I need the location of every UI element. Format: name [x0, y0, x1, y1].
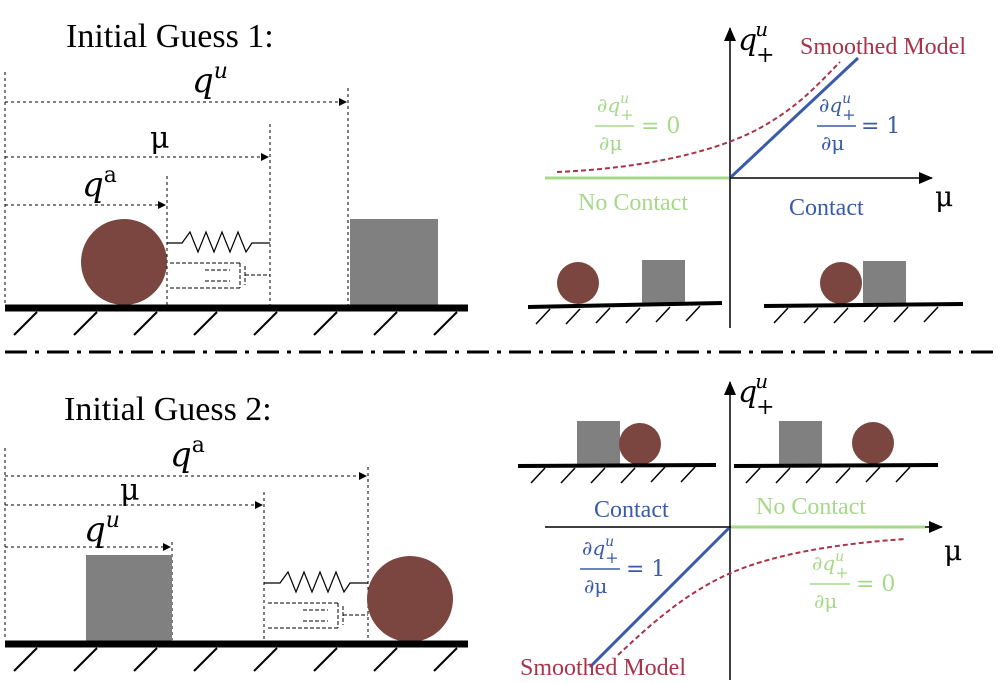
spring — [167, 230, 270, 254]
mini-box — [863, 261, 906, 304]
mini-ball — [820, 262, 862, 304]
svg-text:∂qu+: ∂qu+ — [582, 534, 619, 567]
derivative-no-contact: ∂qu+ ∂μ = 0 — [595, 91, 680, 155]
graph-1: qu+ μ Smoothed Model No Contact Contact … — [527, 17, 966, 328]
mini-box — [577, 421, 620, 465]
svg-text:= 0: = 0 — [641, 114, 680, 139]
spring — [264, 570, 368, 594]
mu-label: μ — [120, 473, 140, 508]
qu-label: qu — [84, 508, 120, 550]
svg-text:∂μ: ∂μ — [821, 131, 844, 155]
box — [350, 219, 438, 305]
svg-text:∂μ: ∂μ — [599, 131, 622, 155]
smoothed-model-label: Smoothed Model — [520, 655, 686, 681]
svg-text:∂qu+: ∂qu+ — [597, 91, 634, 124]
mini-scene-contact — [517, 421, 717, 484]
mini-ground — [527, 301, 723, 309]
mini-scene-no-contact — [527, 260, 723, 325]
mini-ball — [619, 423, 661, 465]
no-contact-label: No Contact — [756, 494, 866, 520]
svg-text:∂qu+: ∂qu+ — [812, 549, 849, 582]
graph-2: qu+ μ Smoothed Model No Contact Contact … — [517, 369, 962, 681]
derivative-contact: ∂qu+ ∂μ = 1 — [580, 534, 665, 598]
panel2-title: Initial Guess 2: — [64, 391, 272, 428]
mini-ground — [763, 302, 964, 308]
y-axis-label: qu+ — [738, 17, 775, 68]
panel-initial-guess-1: Initial Guess 1: qu μ qa — [4, 18, 468, 336]
contact-line — [729, 56, 860, 179]
panel1-title: Initial Guess 1: — [66, 18, 274, 55]
derivative-no-contact: ∂qu+ ∂μ = 0 — [810, 549, 895, 613]
ball — [367, 556, 453, 642]
svg-text:∂μ: ∂μ — [584, 574, 607, 598]
y-axis-label: qu+ — [738, 369, 775, 420]
qa-label: qa — [170, 433, 205, 475]
no-contact-label: No Contact — [578, 190, 688, 216]
contact-line — [588, 526, 731, 669]
ball — [81, 219, 167, 305]
mini-box — [779, 421, 822, 465]
svg-text:∂μ: ∂μ — [814, 589, 837, 613]
qa-label: qa — [82, 163, 117, 205]
box — [86, 555, 172, 641]
qu-label: qu — [192, 59, 228, 101]
mini-ground — [517, 463, 717, 468]
svg-text:= 1: = 1 — [861, 114, 900, 139]
mini-scene-no-contact — [733, 421, 939, 484]
contact-label: Contact — [594, 497, 669, 523]
ground-hatching — [13, 647, 458, 672]
mini-box — [642, 260, 685, 303]
svg-text:= 1: = 1 — [626, 557, 665, 582]
mini-ground — [733, 463, 939, 468]
svg-text:∂qu+: ∂qu+ — [819, 91, 856, 124]
x-axis-label: μ — [944, 534, 962, 567]
damper — [268, 602, 368, 629]
mini-ball — [557, 262, 599, 304]
smoothed-model-curve — [617, 538, 906, 656]
derivative-contact: ∂qu+ ∂μ = 1 — [817, 91, 900, 155]
ground-hatching — [13, 311, 458, 336]
damper — [170, 262, 270, 289]
contact-label: Contact — [789, 195, 864, 221]
mini-ball — [852, 422, 894, 464]
panel-initial-guess-2: Initial Guess 2: qa μ qu — [4, 391, 468, 672]
mu-label: μ — [150, 121, 170, 156]
svg-text:= 0: = 0 — [856, 572, 895, 597]
smoothed-model-label: Smoothed Model — [800, 34, 966, 60]
mini-scene-contact — [763, 261, 964, 324]
x-axis-label: μ — [935, 180, 953, 213]
smoothed-model-curve — [556, 61, 841, 173]
